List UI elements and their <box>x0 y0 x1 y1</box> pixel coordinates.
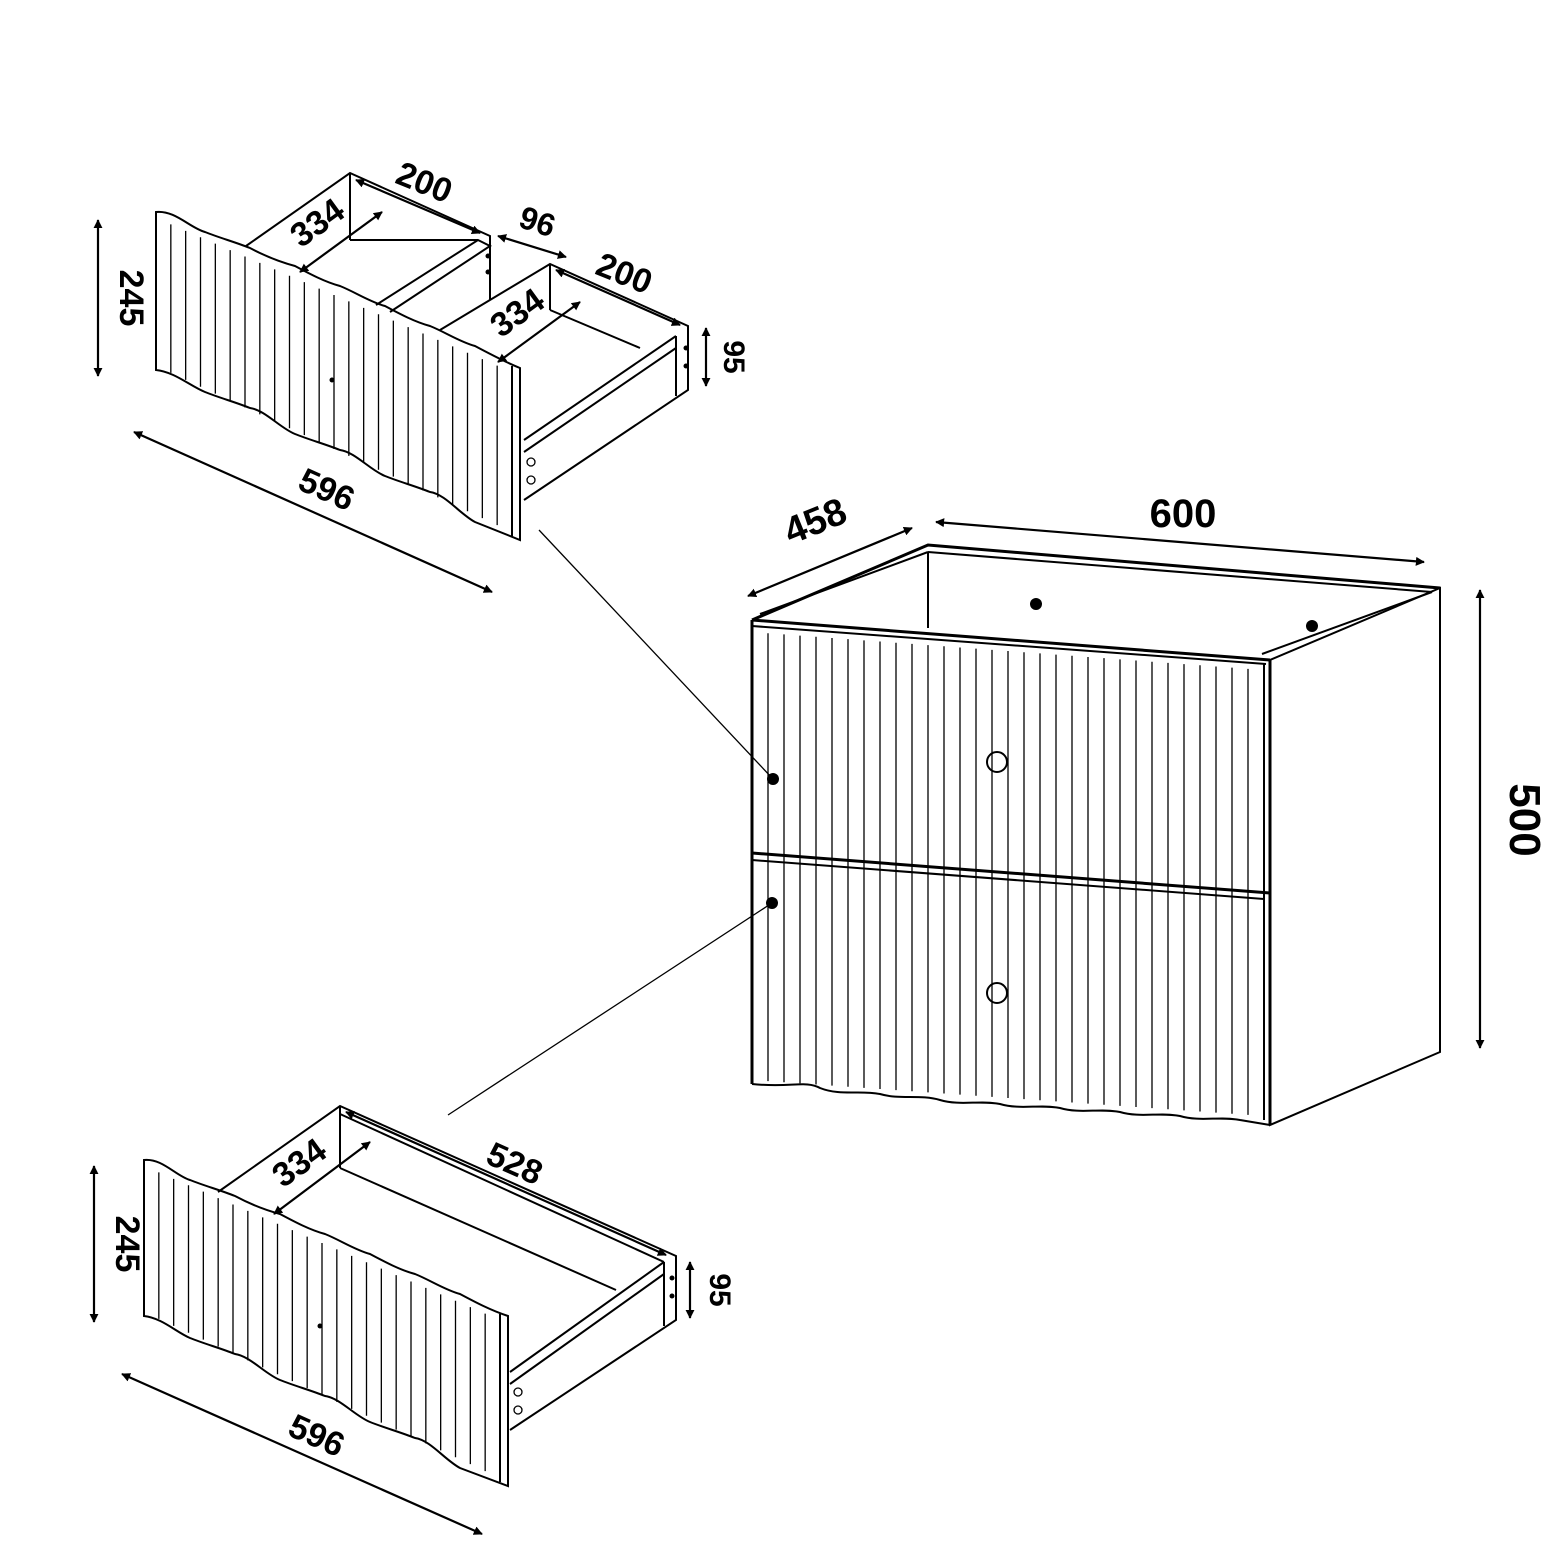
top-drawer-screw-hole <box>526 475 536 485</box>
bottom-drawer-screw-hole <box>513 1405 523 1415</box>
dim-line-top-right-width <box>555 268 681 327</box>
bottom-drawer-pin <box>669 1275 675 1281</box>
dim-bottom-front-height: 245 <box>108 1216 146 1273</box>
cabinet-wavy-bottom <box>751 1083 1271 1126</box>
cabinet-flutes <box>767 633 1249 1115</box>
dim-top-left-depth: 334 <box>283 191 351 255</box>
dim-line-bottom-length <box>345 1110 667 1257</box>
top-drawer-pin <box>485 269 491 275</box>
dim-top-divider-gap: 96 <box>515 199 560 244</box>
top-drawer-right-side-top <box>523 335 677 441</box>
dim-bottom-length: 528 <box>481 1135 548 1193</box>
bottom-drawer-screw-hole <box>513 1387 523 1397</box>
dim-cabinet-height: 500 <box>1500 783 1549 856</box>
bottom-drawer-pin <box>669 1293 675 1299</box>
top-drawer-pin <box>485 253 491 259</box>
dim-line-bottom-front-width <box>121 1372 483 1536</box>
dim-line-top-divider-gap <box>497 234 567 259</box>
bottom-drawer <box>143 1104 677 1488</box>
dim-top-right-width: 200 <box>591 246 658 302</box>
top-drawer-knob-hole <box>329 377 335 383</box>
dim-top-front-width: 596 <box>293 461 360 519</box>
dim-top-box-height: 95 <box>717 340 750 373</box>
cabinet-top-inner-left <box>759 551 929 615</box>
top-drawer-front-panel <box>155 210 521 542</box>
top-drawer-right-side-inner <box>523 347 677 453</box>
top-drawer-pin <box>683 363 689 369</box>
bottom-drawer-box <box>217 1104 677 1431</box>
bottom-drawer-side-front <box>509 1261 665 1373</box>
dim-cabinet-depth: 458 <box>778 491 853 554</box>
dim-top-front-height: 245 <box>112 270 150 327</box>
dim-line-top-front-width <box>133 430 493 594</box>
dim-top-right-depth: 334 <box>483 281 551 345</box>
cabinet-front-top-edge-inner <box>751 625 1267 665</box>
top-drawer-left-box <box>245 171 491 300</box>
top-drawer-right-floor <box>549 309 641 349</box>
top-drawer-screw-hole <box>526 457 536 467</box>
bottom-drawer-front-panel <box>143 1158 509 1488</box>
handle-hole <box>986 982 1008 1004</box>
bottom-drawer-side-inner <box>509 1273 665 1385</box>
cabinet-hole <box>1030 598 1042 610</box>
drawer-gap-line <box>751 851 1271 895</box>
cabinet-top-back-edge <box>751 543 1441 622</box>
leader-line-top-drawer <box>538 529 774 780</box>
dim-bottom-depth: 334 <box>265 1131 333 1195</box>
dim-bottom-box-height: 95 <box>703 1273 736 1306</box>
dim-line-top-left-depth <box>299 211 383 273</box>
dim-top-left-width: 200 <box>391 155 458 211</box>
cabinet-front-top-edge <box>751 618 1271 662</box>
cabinet-top-inner-back <box>927 551 1433 593</box>
dim-line-depth <box>747 526 913 598</box>
top-drawer-pin <box>683 345 689 351</box>
dim-bottom-front-width: 596 <box>283 1407 350 1465</box>
top-drawer-divider <box>375 238 492 313</box>
handle-hole <box>986 751 1008 773</box>
dim-line-width <box>935 518 1425 566</box>
top-drawer-right-box <box>439 262 689 501</box>
dim-cabinet-width: 600 <box>1150 492 1217 536</box>
cabinet-top-inner-right <box>1261 591 1433 655</box>
top-drawer <box>155 171 689 542</box>
bottom-drawer-knob-hole <box>317 1323 323 1329</box>
dim-line-top-right-depth <box>497 301 581 363</box>
cabinet-side-panel <box>1269 586 1441 1127</box>
leader-line-bottom-drawer <box>447 902 773 1116</box>
cabinet <box>750 543 1441 1127</box>
cabinet-hole <box>1306 620 1318 632</box>
dim-line-top-left-width <box>355 178 481 235</box>
